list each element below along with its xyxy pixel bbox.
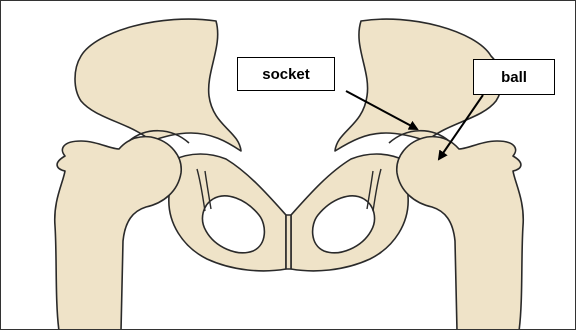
- right-femur: [397, 137, 523, 330]
- pubic-symphysis: [286, 215, 291, 269]
- socket-label-text: socket: [262, 66, 310, 83]
- socket-label: socket: [237, 57, 335, 91]
- ball-label: ball: [473, 59, 555, 95]
- ball-label-text: ball: [501, 69, 527, 86]
- left-femur: [55, 137, 181, 330]
